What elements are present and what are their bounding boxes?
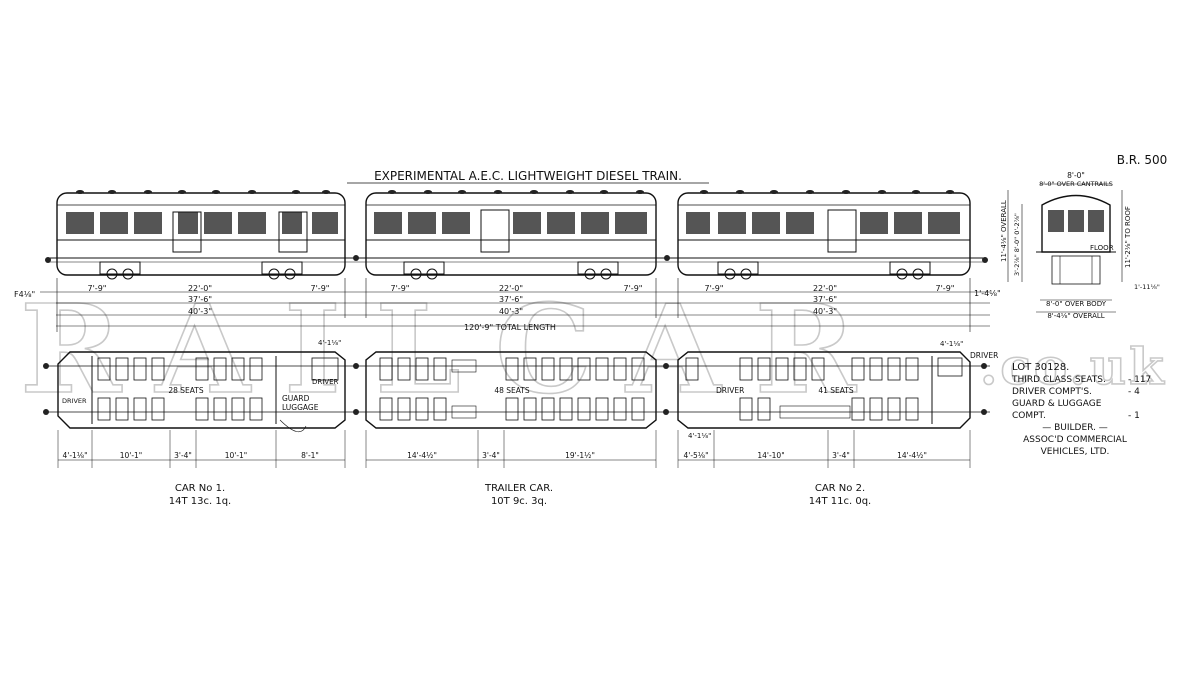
- car2-dim-end-a: 7'-9": [705, 284, 724, 293]
- end-over-body: 8'-0" OVER BODY: [1046, 300, 1107, 308]
- plan-dimension-ticks: [57, 430, 971, 468]
- drawing-title: EXPERIMENTAL A.E.C. LIGHTWEIGHT DIESEL T…: [374, 169, 682, 183]
- car1-driver-label: DRIVER: [62, 397, 87, 405]
- trailer-seat-count: 48 SEATS: [494, 386, 530, 395]
- car1-dim-end-a: 7'-9": [88, 284, 107, 293]
- spec-label-third-class: THIRD CLASS SEATS.: [1011, 375, 1106, 385]
- end-to-roof: 11'-2⅛" TO ROOF: [1124, 206, 1132, 268]
- car1-caption: CAR No 1.: [175, 483, 225, 494]
- car2-dim-body: 37'-6": [813, 295, 837, 304]
- end-overall-width: 8'-4⅛" OVERALL: [1047, 312, 1104, 320]
- car1-weight: 14T 13c. 1q.: [169, 496, 231, 507]
- car2-plan-dim-3: 3'-4": [832, 451, 850, 460]
- builder-line-2: VEHICLES, LTD.: [1041, 447, 1110, 457]
- buffers: [43, 255, 988, 415]
- guard-label: GUARD: [282, 394, 310, 403]
- car2-dim-mid: 4'-1⅛": [688, 432, 711, 440]
- spec-value-third-class: - 117: [1128, 375, 1151, 385]
- end-width-top: 8'-0": [1067, 171, 1085, 180]
- trailer-plan-dim-3: 19'-1½": [565, 451, 595, 460]
- builder-line-1: ASSOC'D COMMERCIAL: [1023, 435, 1127, 445]
- car2-plan: [677, 351, 971, 429]
- car1-dim-body: 37'-6": [188, 295, 212, 304]
- spec-value-compt: - 1: [1128, 411, 1140, 421]
- car1-dim-overall: 40'-3": [188, 307, 212, 316]
- trailer-caption: TRAILER CAR.: [484, 483, 553, 494]
- trailer-seats: [379, 357, 645, 421]
- spec-label-driver: DRIVER COMPT'S.: [1012, 387, 1092, 397]
- car1-bogies: [99, 261, 303, 280]
- car1-plan-dim-4: 10'-1": [225, 451, 248, 460]
- car1-windows: [66, 212, 338, 234]
- end-floor: FLOOR: [1090, 244, 1114, 252]
- trailer-dim-bogie-centres: 22'-0": [499, 284, 523, 293]
- watermark-domain: .co.uk: [980, 337, 1167, 396]
- end-height-steps: 3'-2⅞" 8'-0" 0'-2⅞": [1013, 213, 1021, 276]
- dim-total-length: 120'-9" TOTAL LENGTH: [464, 323, 556, 332]
- trailer-weight: 10T 9c. 3q.: [491, 496, 547, 507]
- car1-driver2-label: DRIVER: [312, 378, 339, 386]
- trailer-windows: [374, 212, 647, 234]
- end-overall-height: 11'-4⅛" OVERALL: [1000, 200, 1008, 262]
- car1-seats: [97, 357, 263, 421]
- trailer-bogies: [403, 261, 619, 280]
- car1-plan-dim-1: 4'-1⅛": [62, 451, 87, 460]
- watermark: RAILCAR .co.uk: [19, 276, 1167, 422]
- spec-block: LOT 30128. THIRD CLASS SEATS. - 117 DRIV…: [1011, 362, 1151, 457]
- car-captions: CAR No 1. 14T 13c. 1q. TRAILER CAR. 10T …: [169, 483, 871, 507]
- trailer-dim-end-b: 7'-9": [624, 284, 643, 293]
- car2-caption: CAR No 2.: [815, 483, 865, 494]
- spec-label-guard: GUARD & LUGGAGE: [1012, 399, 1102, 409]
- car1-plan-dim-5: 8'-1": [301, 451, 319, 460]
- car1-seat-count: 28 SEATS: [168, 386, 204, 395]
- car1-plan-dim-2: 10'-1": [120, 451, 143, 460]
- spec-value-driver: - 4: [1128, 387, 1140, 397]
- trailer-plan: [365, 351, 657, 429]
- trailer-dim-body: 37'-6": [499, 295, 523, 304]
- side-elevation: F4⅛" 1'-4⅛" 7'-9" 22'-0" 7'-9" 37'-6" 40…: [14, 190, 1001, 332]
- car2-seats: [685, 357, 919, 421]
- car2-bogies: [717, 261, 931, 280]
- car2-plan-dim-4: 14'-4½": [897, 451, 927, 460]
- car2-dim-overall: 40'-3": [813, 307, 837, 316]
- end-driver-label: DRIVER: [970, 351, 998, 360]
- car2-dim-end-b: 7'-9": [936, 284, 955, 293]
- car2-plan-dim-1: 4'-5⅛": [683, 451, 708, 460]
- builder-heading: — BUILDER. —: [1042, 423, 1108, 433]
- end-view: 8'-0" 8'-0" OVER CANTRAILS 11'-4⅛" OVERA…: [1000, 171, 1160, 320]
- dim-right-overhang: 1'-4⅛": [974, 289, 1001, 298]
- drawing-reference: B.R. 500: [1117, 153, 1168, 167]
- car2-dim-top: 4'-1⅛": [940, 340, 963, 348]
- trailer-dim-overall: 40'-3": [499, 307, 523, 316]
- car1-plan-dim-3: 3'-4": [174, 451, 192, 460]
- car2-weight: 14T 11c. 0q.: [809, 496, 871, 507]
- plan-view: 28 SEATS DRIVER DRIVER GUARD LUGGAGE 4'-…: [43, 255, 998, 468]
- trailer-dim-end-a: 7'-9": [391, 284, 410, 293]
- lot-number: LOT 30128.: [1012, 362, 1069, 373]
- watermark-main: RAILCAR: [20, 277, 890, 421]
- trailer-plan-dim-2: 3'-4": [482, 451, 500, 460]
- car1-dim-end-b: 7'-9": [311, 284, 330, 293]
- end-over-cantrails: 8'-0" OVER CANTRAILS: [1039, 180, 1113, 188]
- trailer-elevation: [365, 192, 657, 280]
- spec-label-compt: COMPT.: [1012, 411, 1046, 421]
- car2-windows: [686, 212, 960, 234]
- dim-left-overhang: F4⅛": [14, 290, 35, 299]
- car1-plan: [57, 351, 346, 433]
- trailer-plan-dim-1: 14'-4½": [407, 451, 437, 460]
- luggage-label: LUGGAGE: [282, 403, 319, 412]
- car2-driver-label: DRIVER: [716, 386, 744, 395]
- car1-dim-bogie-centres: 22'-0": [188, 284, 212, 293]
- end-side-dim: 1'-11⅛": [1134, 283, 1160, 291]
- car1-elevation: [56, 192, 346, 280]
- car2-dim-bogie-centres: 22'-0": [813, 284, 837, 293]
- car1-dim-top: 4'-1⅛": [318, 339, 341, 347]
- car2-plan-dim-2: 14'-10": [757, 451, 784, 460]
- car2-elevation: [677, 192, 971, 280]
- roof-vents: [76, 190, 954, 194]
- elevation-dimension-lines: [40, 278, 990, 332]
- car2-seat-count: 41 SEATS: [818, 386, 854, 395]
